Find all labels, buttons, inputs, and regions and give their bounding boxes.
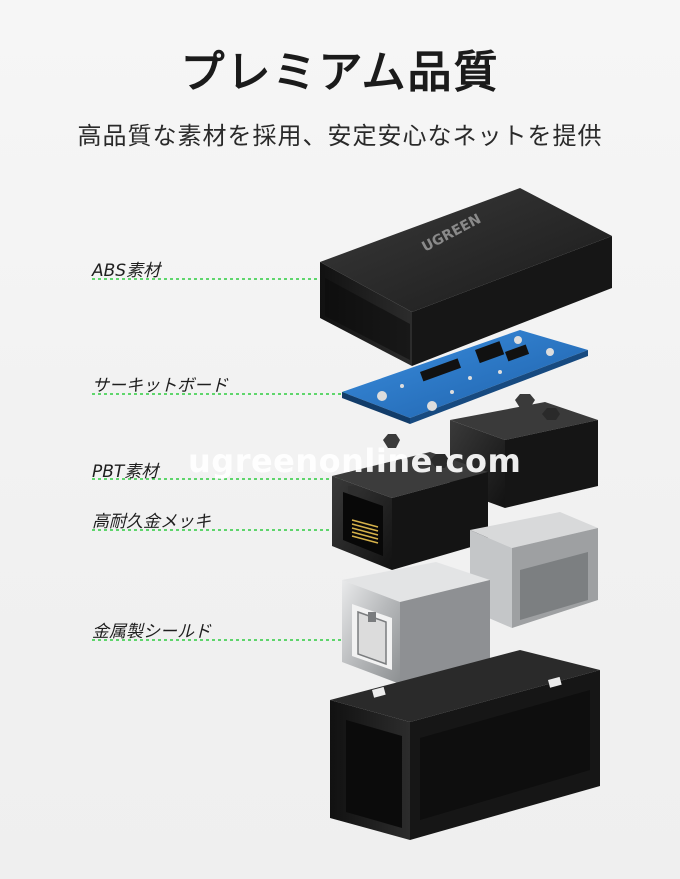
page-subtitle: 高品質な素材を採用、安定安心なネットを提供 — [77, 122, 603, 150]
rear-jack — [450, 394, 598, 508]
label-pbt-material: PBT素材 — [92, 462, 159, 482]
rear-shield — [470, 512, 598, 628]
circuit-board — [342, 330, 588, 424]
label-gold-plating: 高耐久金メッキ — [92, 512, 211, 532]
bottom-housing — [330, 650, 600, 840]
label-circuit-board: サーキットボード — [92, 376, 228, 396]
label-metal-shield: 金属製シールド — [92, 622, 211, 642]
gold-pins — [351, 519, 379, 544]
front-jack — [332, 434, 488, 570]
page-title: プレミアム品質 — [180, 47, 500, 98]
top-cover — [320, 188, 612, 366]
label-abs-material: ABS素材 — [92, 261, 161, 281]
watermark: ugreenonline.com — [188, 442, 522, 480]
front-shield — [342, 562, 490, 684]
